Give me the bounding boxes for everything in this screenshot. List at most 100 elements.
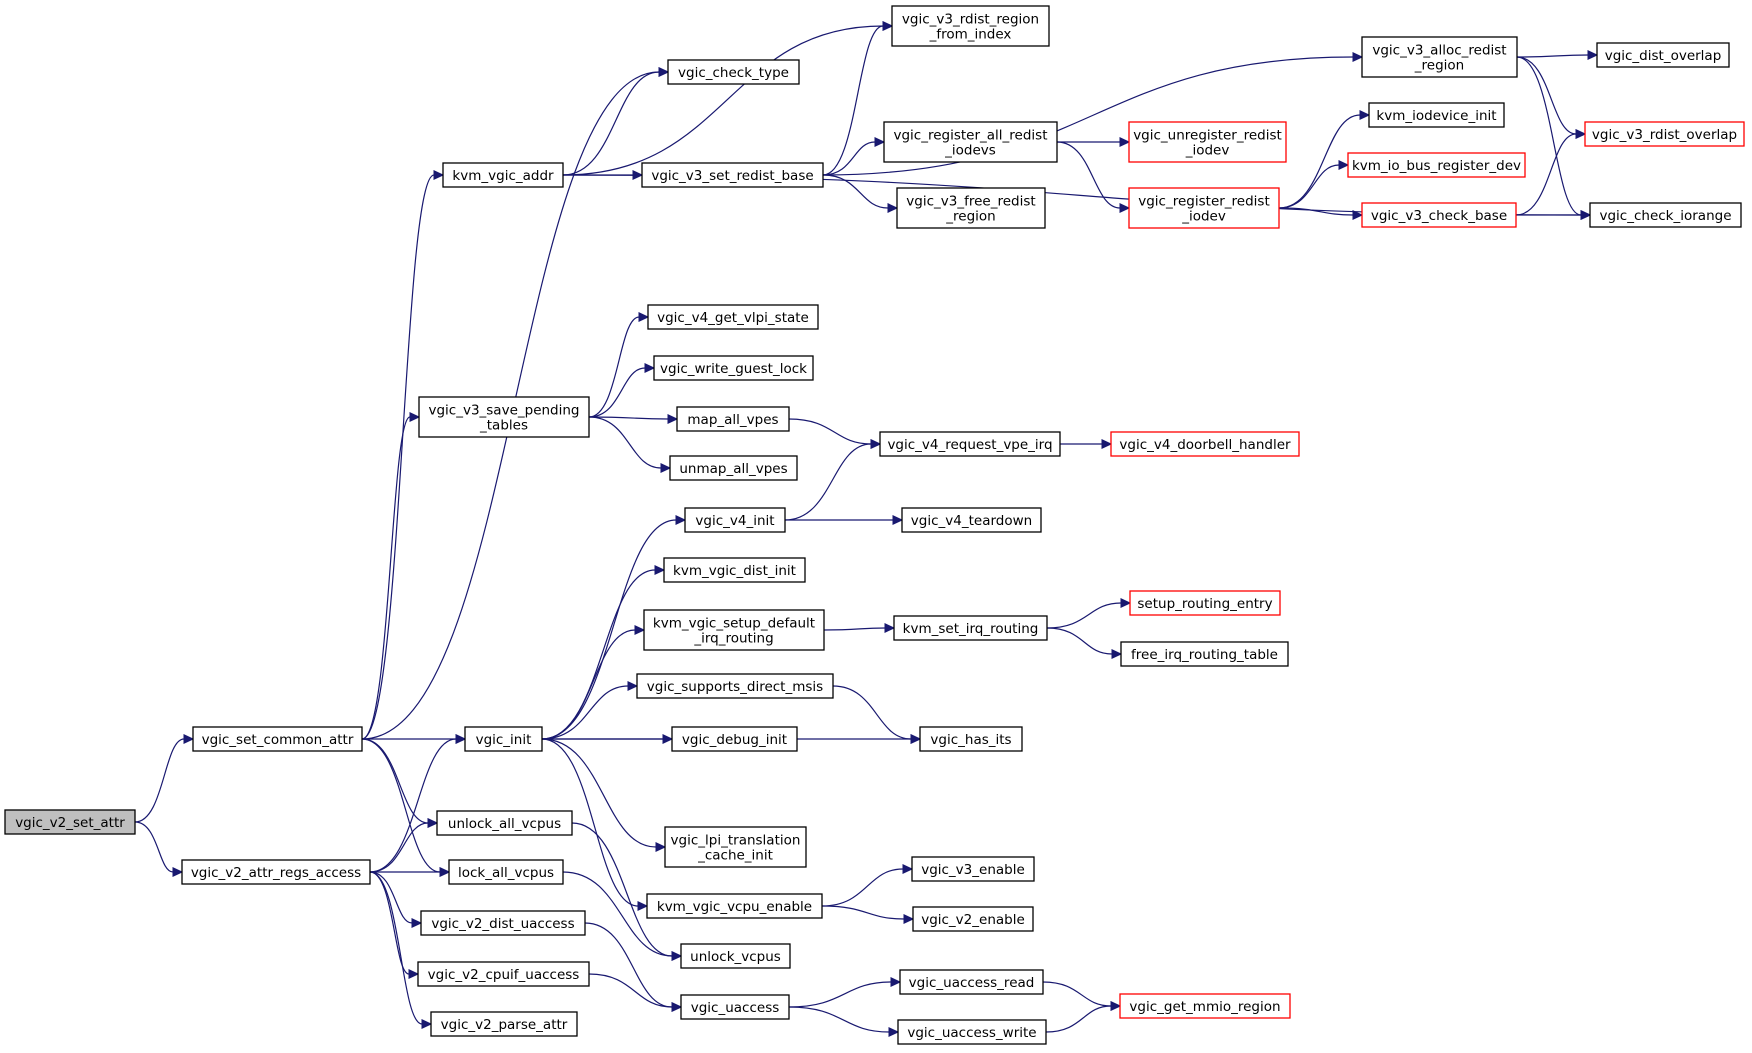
node-box[interactable]	[680, 994, 790, 1020]
node-box[interactable]	[1589, 202, 1742, 228]
node-box[interactable]	[901, 507, 1042, 533]
node-box[interactable]	[436, 810, 573, 836]
function-node-vgic-v2-set-attr[interactable]: vgic_v2_set_attr	[4, 809, 136, 835]
node-box[interactable]	[418, 396, 590, 438]
function-node-vgic-uaccess-write[interactable]: vgic_uaccess_write	[897, 1019, 1047, 1045]
node-box[interactable]	[664, 826, 807, 868]
node-box[interactable]	[1128, 187, 1280, 229]
function-node-lock-all-vcpus[interactable]: lock_all_vcpus	[448, 859, 564, 885]
node-box[interactable]	[671, 726, 798, 752]
node-box[interactable]	[417, 961, 590, 987]
function-node-vgic-register-redist-iodev[interactable]: vgic_register_redist_iodev	[1128, 187, 1280, 229]
function-node-vgic-uaccess-read[interactable]: vgic_uaccess_read	[899, 969, 1044, 995]
function-node-vgic-init[interactable]: vgic_init	[464, 726, 543, 752]
function-node-kvm-vgic-vcpu-enable[interactable]: kvm_vgic_vcpu_enable	[646, 893, 823, 919]
function-node-vgic-v3-rdist-region-from-index[interactable]: vgic_v3_rdist_region_from_index	[891, 5, 1050, 47]
function-node-vgic-supports-direct-msis[interactable]: vgic_supports_direct_msis	[636, 673, 834, 699]
function-node-kvm-vgic-setup-default-irq-routing[interactable]: kvm_vgic_setup_default_irq_routing	[643, 609, 825, 651]
function-node-vgic-v2-attr-regs-access[interactable]: vgic_v2_attr_regs_access	[181, 859, 371, 885]
function-node-vgic-v3-enable[interactable]: vgic_v3_enable	[911, 856, 1035, 882]
function-node-vgic-v2-enable[interactable]: vgic_v2_enable	[912, 906, 1034, 932]
node-box[interactable]	[430, 1011, 578, 1037]
node-box[interactable]	[442, 162, 564, 188]
node-box[interactable]	[879, 431, 1061, 457]
node-box[interactable]	[1584, 121, 1745, 147]
function-node-vgic-uaccess[interactable]: vgic_uaccess	[680, 994, 790, 1020]
node-box[interactable]	[1119, 993, 1291, 1019]
node-box[interactable]	[663, 557, 806, 583]
node-box[interactable]	[636, 673, 834, 699]
function-node-vgic-v4-teardown[interactable]: vgic_v4_teardown	[901, 507, 1042, 533]
function-node-vgic-v2-dist-uaccess[interactable]: vgic_v2_dist_uaccess	[420, 910, 586, 936]
node-box[interactable]	[420, 910, 586, 936]
node-box[interactable]	[647, 304, 819, 330]
function-node-vgic-v4-get-vlpi-state[interactable]: vgic_v4_get_vlpi_state	[647, 304, 819, 330]
node-box[interactable]	[667, 59, 800, 85]
function-node-vgic-has-its[interactable]: vgic_has_its	[919, 726, 1023, 752]
node-box[interactable]	[676, 406, 790, 432]
node-box[interactable]	[1347, 152, 1526, 178]
function-node-vgic-write-guest-lock[interactable]: vgic_write_guest_lock	[653, 355, 814, 381]
node-box[interactable]	[883, 121, 1058, 163]
function-node-vgic-check-type[interactable]: vgic_check_type	[667, 59, 800, 85]
function-node-vgic-v4-request-vpe-irq[interactable]: vgic_v4_request_vpe_irq	[879, 431, 1061, 457]
function-node-vgic-v2-parse-attr[interactable]: vgic_v2_parse_attr	[430, 1011, 578, 1037]
function-node-kvm-iodevice-init[interactable]: kvm_iodevice_init	[1368, 102, 1505, 128]
node-box[interactable]	[684, 507, 786, 533]
function-node-kvm-set-irq-routing[interactable]: kvm_set_irq_routing	[893, 615, 1048, 641]
function-node-vgic-set-common-attr[interactable]: vgic_set_common_attr	[192, 726, 363, 752]
function-node-unlock-vcpus[interactable]: unlock_vcpus	[680, 943, 791, 969]
node-box[interactable]	[897, 1019, 1047, 1045]
node-box[interactable]	[1596, 42, 1730, 68]
function-node-unlock-all-vcpus[interactable]: unlock_all_vcpus	[436, 810, 573, 836]
function-node-free-irq-routing-table[interactable]: free_irq_routing_table	[1120, 641, 1289, 667]
function-node-unmap-all-vpes[interactable]: unmap_all_vpes	[669, 455, 798, 481]
function-node-kvm-vgic-dist-init[interactable]: kvm_vgic_dist_init	[663, 557, 806, 583]
function-node-kvm-vgic-addr[interactable]: kvm_vgic_addr	[442, 162, 564, 188]
function-node-map-all-vpes[interactable]: map_all_vpes	[676, 406, 790, 432]
node-box[interactable]	[646, 893, 823, 919]
function-node-vgic-unregister-redist-iodev[interactable]: vgic_unregister_redist_iodev	[1128, 121, 1287, 163]
node-box[interactable]	[464, 726, 543, 752]
node-box[interactable]	[641, 162, 824, 188]
node-box[interactable]	[911, 856, 1035, 882]
function-node-vgic-debug-init[interactable]: vgic_debug_init	[671, 726, 798, 752]
node-box[interactable]	[669, 455, 798, 481]
function-node-vgic-v3-rdist-overlap[interactable]: vgic_v3_rdist_overlap	[1584, 121, 1745, 147]
function-node-vgic-v2-cpuif-uaccess[interactable]: vgic_v2_cpuif_uaccess	[417, 961, 590, 987]
function-node-vgic-register-all-redist-iodevs[interactable]: vgic_register_all_redist_iodevs	[883, 121, 1058, 163]
function-node-vgic-check-iorange[interactable]: vgic_check_iorange	[1589, 202, 1742, 228]
node-box[interactable]	[181, 859, 371, 885]
function-node-vgic-lpi-translation-cache-init[interactable]: vgic_lpi_translation_cache_init	[664, 826, 807, 868]
function-node-vgic-v3-alloc-redist-region[interactable]: vgic_v3_alloc_redist_region	[1361, 36, 1518, 78]
function-node-vgic-v4-doorbell-handler[interactable]: vgic_v4_doorbell_handler	[1110, 431, 1300, 457]
node-box[interactable]	[653, 355, 814, 381]
node-box[interactable]	[680, 943, 791, 969]
node-box[interactable]	[893, 615, 1048, 641]
node-box[interactable]	[1120, 641, 1289, 667]
node-box[interactable]	[896, 187, 1046, 229]
function-node-vgic-dist-overlap[interactable]: vgic_dist_overlap	[1596, 42, 1730, 68]
function-node-vgic-get-mmio-region[interactable]: vgic_get_mmio_region	[1119, 993, 1291, 1019]
function-node-vgic-v3-set-redist-base[interactable]: vgic_v3_set_redist_base	[641, 162, 824, 188]
node-box[interactable]	[1128, 121, 1287, 163]
node-box[interactable]	[912, 906, 1034, 932]
node-box[interactable]	[891, 5, 1050, 47]
node-box[interactable]	[1361, 202, 1517, 228]
node-box[interactable]	[1368, 102, 1505, 128]
function-node-vgic-v3-free-redist-region[interactable]: vgic_v3_free_redist_region	[896, 187, 1046, 229]
node-box[interactable]	[643, 609, 825, 651]
node-box[interactable]	[1110, 431, 1300, 457]
function-node-vgic-v3-save-pending-tables[interactable]: vgic_v3_save_pending_tables	[418, 396, 590, 438]
function-node-setup-routing-entry[interactable]: setup_routing_entry	[1129, 590, 1281, 616]
function-node-vgic-v3-check-base[interactable]: vgic_v3_check_base	[1361, 202, 1517, 228]
function-node-kvm-io-bus-register-dev[interactable]: kvm_io_bus_register_dev	[1347, 152, 1526, 178]
node-box[interactable]	[919, 726, 1023, 752]
function-node-vgic-v4-init[interactable]: vgic_v4_init	[684, 507, 786, 533]
node-box[interactable]	[1361, 36, 1518, 78]
node-box[interactable]	[899, 969, 1044, 995]
node-box[interactable]	[4, 809, 136, 835]
node-box[interactable]	[192, 726, 363, 752]
node-box[interactable]	[448, 859, 564, 885]
node-box[interactable]	[1129, 590, 1281, 616]
